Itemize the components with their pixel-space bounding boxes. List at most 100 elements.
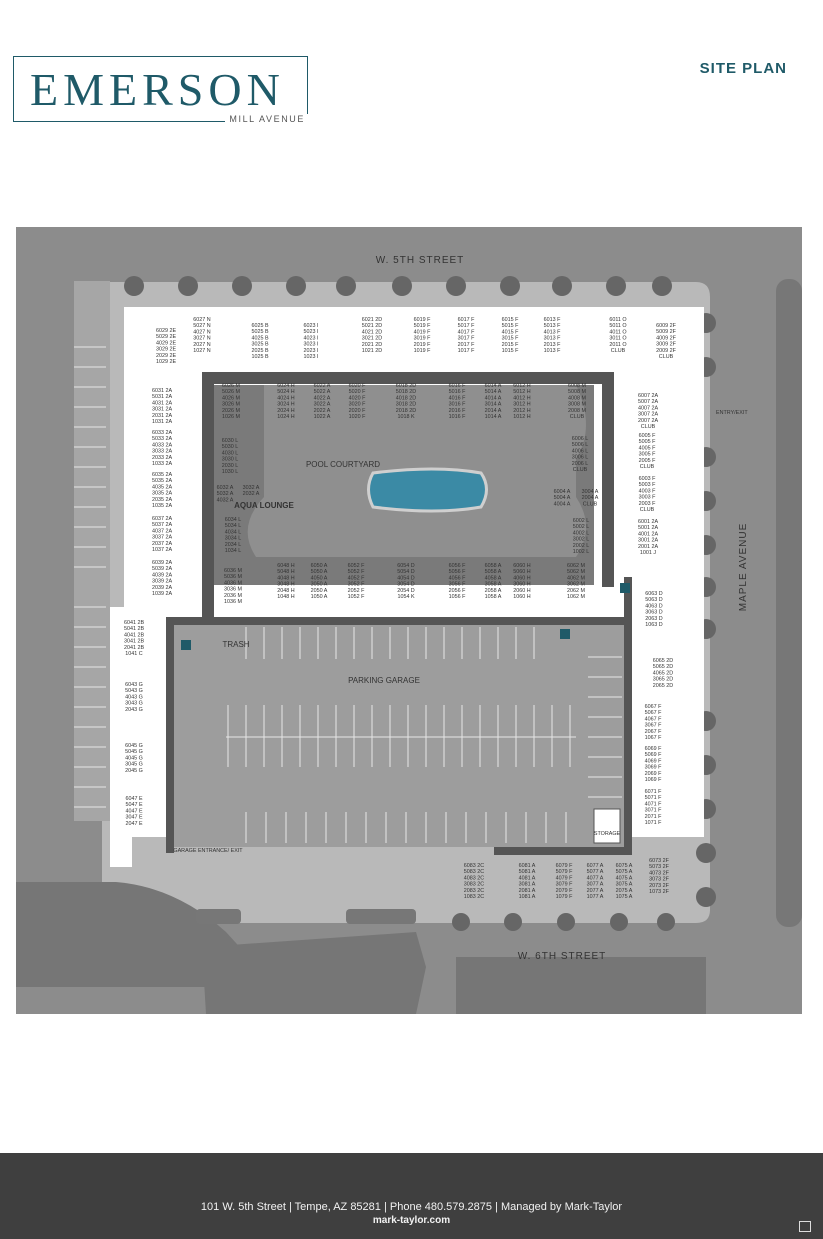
unit-number: 3033 2A xyxy=(152,449,172,455)
unit-number: 6014 A xyxy=(485,383,502,389)
planter-1 xyxy=(196,909,241,924)
unit-number: 5009 2F xyxy=(656,329,676,335)
unit-number: 4062 M xyxy=(567,575,585,581)
unit-number: CLUB xyxy=(659,354,674,360)
unit-number: 5045 G xyxy=(125,749,143,755)
unit-number: 5036 M xyxy=(224,574,242,580)
unit-number: 3013 F xyxy=(544,336,561,342)
unit-number: 5056 F xyxy=(449,569,466,575)
site-plan-map: W. 5TH STREET W. 6TH STREET MAPLE AVENUE… xyxy=(16,227,802,1014)
unit-number: 5050 A xyxy=(311,569,328,575)
unit-number: 5023 I xyxy=(304,329,319,335)
unit-number: 3060 H xyxy=(513,582,530,588)
unit-number: 6012 H xyxy=(513,383,530,389)
unit-number: 2075 A xyxy=(616,888,633,894)
unit-number: 4026 M xyxy=(222,395,240,401)
unit-number: 3011 O xyxy=(609,336,626,342)
unit-number: 4004 A xyxy=(554,501,571,507)
unit-number: 4001 2A xyxy=(638,531,658,537)
unit-number: 2083 2C xyxy=(464,888,484,894)
unit-number: 6025 B xyxy=(251,323,268,329)
unit-number: 4058 A xyxy=(485,575,502,581)
unit-number: 1075 A xyxy=(616,894,633,900)
unit-number: 1027 N xyxy=(193,348,210,354)
unit-number: 3017 F xyxy=(458,336,475,342)
unit-number: 4081 A xyxy=(519,875,536,881)
unit-number: 3058 A xyxy=(485,582,502,588)
elevator-icon xyxy=(181,640,191,650)
unit-number: 3023 I xyxy=(304,342,319,348)
garage-west-units-bg xyxy=(110,607,132,867)
unit-number: 2037 2A xyxy=(152,541,172,547)
unit-number: 2001 2A xyxy=(638,544,658,550)
unit-number: 1018 K xyxy=(397,414,414,420)
unit-number: 2015 F xyxy=(502,342,519,348)
unit-number: 3043 G xyxy=(125,701,143,707)
unit-number: 2023 I xyxy=(304,348,319,354)
unit-number: 6045 G xyxy=(125,743,143,749)
unit-number: 1012 H xyxy=(513,414,530,420)
unit-number: 6060 H xyxy=(513,563,530,569)
unit-number: 5016 F xyxy=(449,389,466,395)
aqua-lounge-label: AQUA LOUNGE xyxy=(234,501,294,510)
unit-number: 3047 E xyxy=(125,815,142,821)
unit-number: 3018 2D xyxy=(396,402,416,408)
trees-north xyxy=(124,276,672,296)
unit-number: 5019 F xyxy=(414,323,431,329)
unit-number: 2007 2A xyxy=(638,418,658,424)
unit-number: 5025 B xyxy=(251,329,268,335)
unit-number: 4083 2C xyxy=(464,875,484,881)
unit-number: 6008 M xyxy=(568,383,586,389)
unit-number: 2056 F xyxy=(449,588,466,594)
unit-number: 6075 A xyxy=(616,863,633,869)
unit-number: 4007 2A xyxy=(638,405,658,411)
unit-number: 3012 H xyxy=(513,402,530,408)
unit-number: 6016 F xyxy=(449,383,466,389)
unit-number: 3073 2F xyxy=(649,877,669,883)
unit-number: 4030 L xyxy=(222,450,239,456)
unit-number: 4021 2D xyxy=(362,329,382,335)
unit-number: 6029 2E xyxy=(156,328,176,334)
unit-number: 1002 L xyxy=(573,549,590,555)
unit-number: 1031 2A xyxy=(152,419,172,425)
unit-number: 6062 M xyxy=(567,563,585,569)
storage-room xyxy=(593,808,621,844)
unit-number: 3067 F xyxy=(645,723,662,729)
unit-number: 6001 2A xyxy=(638,519,658,525)
unit-number: 6004 A xyxy=(554,489,571,495)
unit-number: 3016 F xyxy=(449,402,466,408)
unit-number: 2050 A xyxy=(311,588,328,594)
west-lot xyxy=(74,281,110,821)
unit-number: 3069 F xyxy=(645,765,662,771)
unit-number: 5017 F xyxy=(458,323,475,329)
unit-number: 6005 F xyxy=(639,433,656,439)
unit-number: 1083 2C xyxy=(464,894,484,900)
unit-number: 2009 2F xyxy=(656,348,676,354)
unit-number: 2063 D xyxy=(645,616,662,622)
unit-number: 5005 F xyxy=(639,439,656,445)
unit-number: 1022 A xyxy=(314,414,331,420)
footer-website[interactable]: mark-taylor.com xyxy=(372,1215,451,1226)
unit-number: 3009 2F xyxy=(656,342,676,348)
unit-number: 6006 L xyxy=(572,436,589,442)
unit-number: 4022 A xyxy=(314,395,331,401)
corridor-north xyxy=(202,372,614,384)
parking-garage xyxy=(166,617,632,847)
unit-number: 2039 2A xyxy=(152,585,172,591)
unit-number: 1041 C xyxy=(125,651,142,657)
unit-number: 5001 2A xyxy=(638,525,658,531)
